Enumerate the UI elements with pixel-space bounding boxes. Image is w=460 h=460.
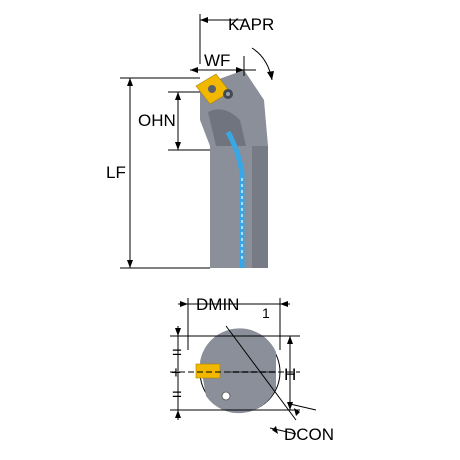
- tool-head-shading: [208, 109, 246, 146]
- dmin-label: DMIN: [196, 295, 239, 314]
- end-body: [200, 328, 276, 414]
- plus-mark: +: [171, 363, 181, 382]
- lf-label: LF: [106, 163, 126, 182]
- coolant-channel: [225, 130, 245, 268]
- end-insert: [195, 363, 221, 379]
- h-label: H: [284, 365, 296, 384]
- equal-mark-top: =: [172, 343, 182, 362]
- wf-label: WF: [204, 51, 230, 70]
- kapr-label: KAPR: [228, 15, 274, 34]
- side-view: KAPR WF OHN LF: [106, 14, 274, 269]
- dcon-label: DCON: [284, 425, 334, 444]
- equal-mark-bottom: =: [172, 385, 182, 404]
- tool-shank-shadow: [252, 146, 268, 268]
- end-view: DMIN 1 = + = H DCON: [170, 295, 334, 444]
- dmin-subscript: 1: [262, 305, 270, 321]
- ohn-label: OHN: [138, 111, 176, 130]
- insert-screw-hole: [208, 85, 216, 93]
